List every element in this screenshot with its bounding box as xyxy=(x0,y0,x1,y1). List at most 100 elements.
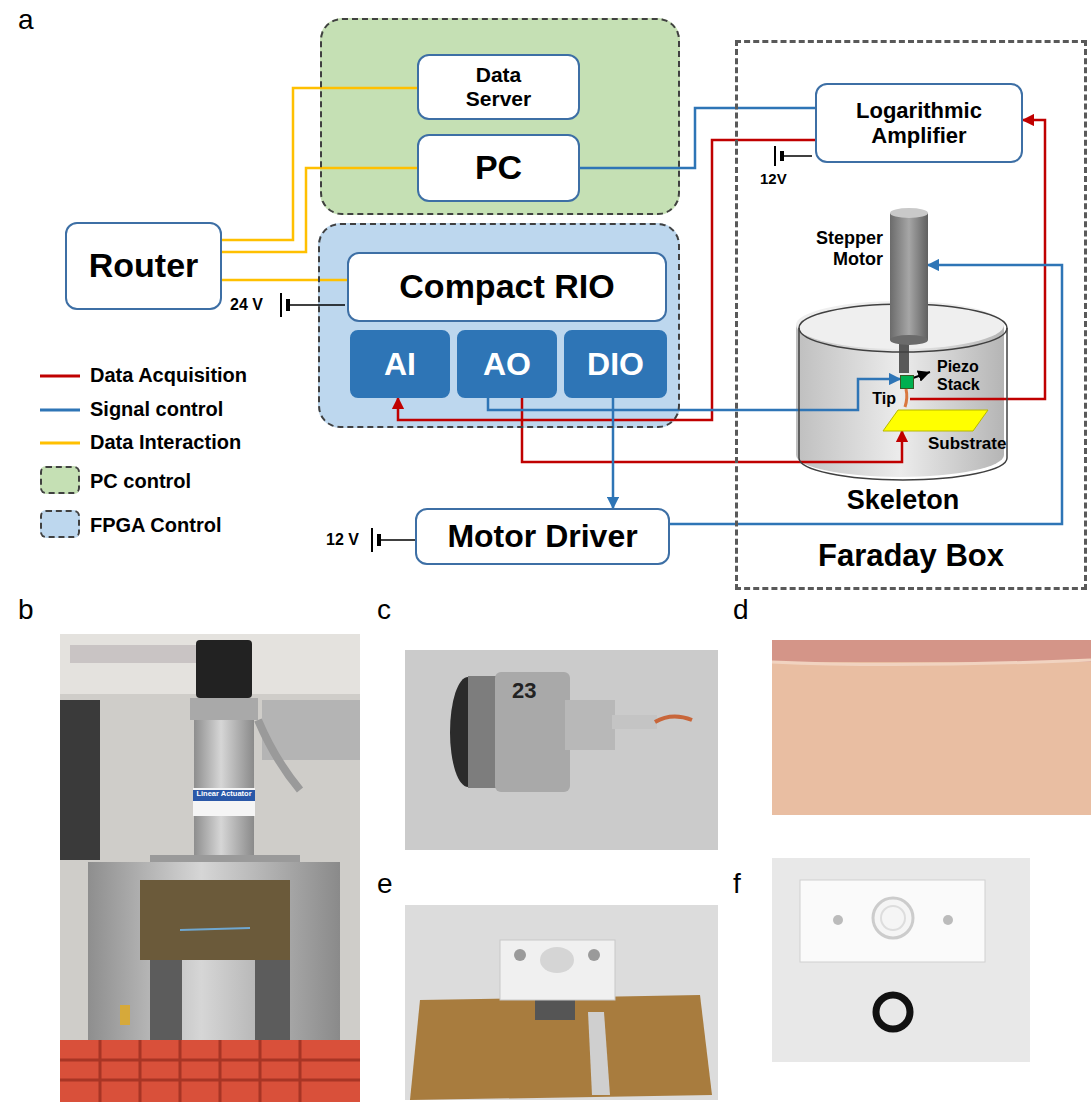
drawing-part xyxy=(799,458,1007,480)
label-text: Faraday Box xyxy=(738,538,1084,574)
drawing-part xyxy=(193,790,255,801)
io-module: AI xyxy=(350,330,450,398)
label-text: AI xyxy=(384,346,416,383)
process-box: Compact RIO xyxy=(347,252,667,322)
drawing-part xyxy=(60,1040,360,1102)
stepper-motor: Stepper Motor xyxy=(890,208,928,345)
drawing-part xyxy=(194,720,254,860)
drawing-part xyxy=(535,998,575,1020)
drawing-part xyxy=(782,155,812,157)
drawing-part xyxy=(495,672,570,792)
drawing-part xyxy=(772,640,1091,662)
drawing-part xyxy=(655,716,692,722)
drawing-part xyxy=(1006,328,1008,458)
drawing-part xyxy=(193,788,255,816)
drawing-part xyxy=(468,676,498,788)
label-text: Substrate xyxy=(928,434,1006,454)
legend-text: Data Interaction xyxy=(90,431,241,454)
drawing-part xyxy=(180,928,250,930)
drawing-part xyxy=(60,700,100,860)
signal-line xyxy=(522,398,902,462)
drawing-part xyxy=(890,213,928,340)
panel-letter: d xyxy=(733,594,749,626)
drawing-part xyxy=(833,915,843,925)
skeleton-cylinder: SkeletonStepper MotorPiezo StackTipSubst… xyxy=(798,303,1008,481)
legend-swatch xyxy=(40,510,80,538)
drawing-part xyxy=(371,528,373,552)
photo-text: 23 xyxy=(512,678,536,703)
label-text: Skeleton xyxy=(798,485,1008,516)
drawing-part xyxy=(772,640,1091,815)
drawing-part xyxy=(60,1040,360,1102)
drawing-part xyxy=(140,880,290,960)
photo-b xyxy=(60,634,360,1102)
tip-wire: Tip xyxy=(902,389,910,407)
process-box: Router xyxy=(65,222,222,310)
drawing-part xyxy=(883,410,988,431)
motor-outline xyxy=(890,208,928,345)
pc-control-group: Data ServerPC xyxy=(320,18,680,215)
fpga-control-group: Compact RIO AI AO DIO xyxy=(318,223,680,428)
process-box: Data Server xyxy=(417,54,580,120)
legend-line xyxy=(40,409,80,412)
leader-arrow xyxy=(913,372,930,378)
drawing-part xyxy=(540,947,574,973)
label-text: Router xyxy=(89,246,199,285)
drawing-part xyxy=(514,949,526,961)
drawing-part xyxy=(120,1005,130,1025)
photo-e xyxy=(405,905,718,1100)
label-text: Logarithmic Amplifier xyxy=(827,98,1012,149)
legend-swatch xyxy=(40,466,80,494)
drawing-part xyxy=(410,995,712,1100)
panel-letter: c xyxy=(377,594,391,626)
legend-text: Signal control xyxy=(90,398,223,421)
panel-letter: b xyxy=(18,594,34,626)
process-box: Logarithmic Amplifier xyxy=(815,83,1023,163)
drawing-part xyxy=(798,328,800,458)
io-module: AO xyxy=(457,330,557,398)
drawing-part xyxy=(881,906,905,930)
drawing-part xyxy=(905,389,907,407)
process-box: PC xyxy=(417,134,580,202)
drawing-part xyxy=(873,898,913,938)
voltage-label: 24 V xyxy=(230,296,263,314)
legend-line xyxy=(40,375,80,378)
process-box: Motor Driver xyxy=(415,508,670,565)
photo-c xyxy=(405,650,718,850)
voltage-label: 12V xyxy=(760,170,787,187)
drawing-part xyxy=(588,949,600,961)
label-text: DIO xyxy=(587,346,644,383)
faraday-box: Faraday Box Logarithmic AmplifierSkeleton… xyxy=(735,40,1087,590)
panel-letter: e xyxy=(377,868,393,900)
drawing-part xyxy=(588,1012,610,1095)
drawing-part xyxy=(612,715,657,729)
drawing-part xyxy=(405,650,718,850)
label-text: PC xyxy=(475,148,522,187)
legend-text: FPGA Control xyxy=(90,514,221,537)
photo-f xyxy=(772,858,1030,1062)
photo-d xyxy=(772,640,1091,815)
drawing-part xyxy=(800,880,985,962)
label-text: Motor Driver xyxy=(447,518,637,555)
drawing-part xyxy=(150,960,182,1040)
drawing-part xyxy=(60,634,360,1102)
photo-text: Linear Actuator xyxy=(193,790,255,799)
piezo-stack: Piezo Stack xyxy=(900,375,914,389)
drawing-part xyxy=(288,304,345,306)
drawing-part xyxy=(943,915,953,925)
drawing-part xyxy=(774,146,776,166)
label-text: AO xyxy=(483,346,531,383)
drawing-part xyxy=(88,862,340,1040)
panel-letter: a xyxy=(18,4,34,36)
label-text: Data Server xyxy=(454,63,544,111)
label-text: Tip xyxy=(872,390,896,408)
drawing-part xyxy=(255,960,290,1040)
drawing-part xyxy=(280,293,282,317)
legend-text: PC control xyxy=(90,470,191,493)
drawing-part xyxy=(890,208,928,218)
drawing-part xyxy=(320,18,680,215)
legend-text: Data Acquisition xyxy=(90,364,247,387)
drawing-part xyxy=(500,940,615,1000)
drawing-part xyxy=(890,335,928,345)
drawing-part xyxy=(772,858,1030,1062)
